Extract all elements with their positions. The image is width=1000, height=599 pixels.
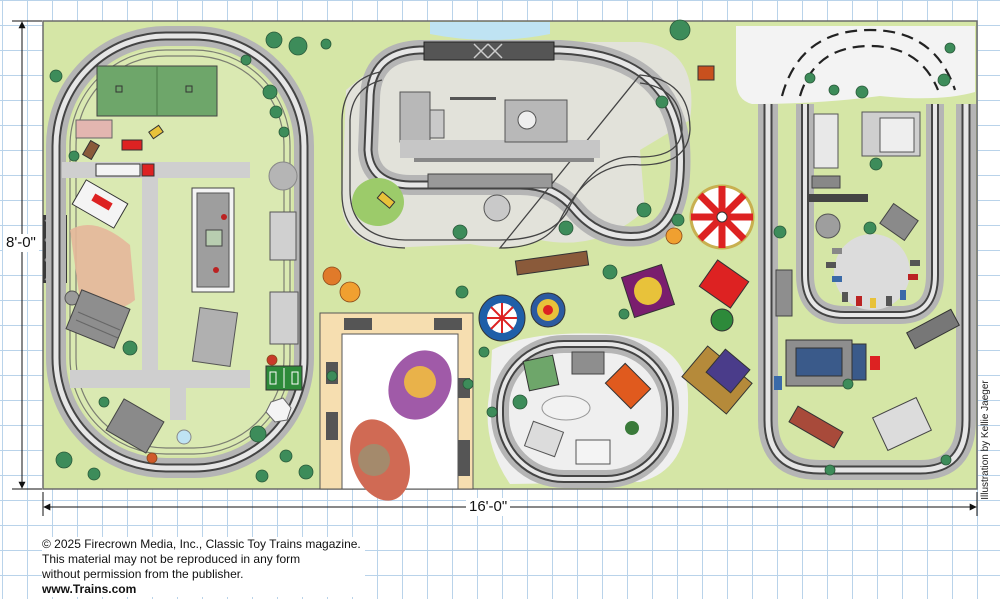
warehouse (191, 307, 239, 367)
farm-field (96, 65, 218, 117)
storage-building-2 (269, 291, 299, 345)
shed (75, 119, 113, 139)
factory (65, 289, 131, 349)
carousel (478, 294, 526, 342)
grandstand (681, 345, 753, 415)
farmhouse (105, 398, 165, 454)
right-buildings (774, 111, 960, 452)
copyright-line: This material may not be reproduced in a… (42, 552, 301, 566)
copyright-notice: © 2025 Firecrown Media, Inc., Classic To… (42, 537, 365, 597)
tilt-ride (620, 263, 676, 319)
silo (268, 161, 298, 191)
snow-area (736, 26, 975, 104)
height-dimension-label: 8'-0" (3, 234, 39, 252)
ballfield (265, 365, 303, 391)
small-pond (176, 429, 192, 445)
signal-box (697, 65, 715, 81)
carnival-rides (522, 351, 652, 465)
fountain (710, 308, 734, 332)
trees (49, 19, 956, 483)
copyright-line: without permission from the publisher. (42, 567, 244, 581)
height-dimension-line (12, 20, 42, 490)
grass-patch (352, 178, 404, 226)
pond (430, 22, 550, 40)
autumn-trees (146, 227, 683, 464)
right-loop-track (758, 104, 976, 480)
copyright-line: © 2025 Firecrown Media, Inc., Classic To… (42, 537, 361, 551)
striped-tent (698, 259, 750, 309)
carnival-track (491, 335, 679, 488)
parking-lot (826, 234, 920, 310)
gazebo (265, 397, 292, 423)
ferris-wheel (689, 184, 755, 250)
fire-station (71, 179, 129, 229)
spinner-ride (530, 292, 566, 328)
operator-figures (350, 350, 452, 501)
depot-building (191, 187, 235, 293)
center-lower-track (341, 71, 691, 249)
yard-buildings (399, 91, 600, 222)
vehicles (81, 124, 164, 177)
flatcar (376, 191, 396, 209)
website-link[interactable]: www.Trains.com (42, 582, 137, 596)
storage-building-1 (269, 211, 297, 261)
dirt-lot (70, 225, 135, 310)
snow-track (780, 28, 957, 97)
truss-bridge-top (423, 41, 555, 61)
station-platform (514, 250, 590, 276)
width-dimension-label: 16'-0" (466, 498, 511, 516)
illustration-credit: Illustration by Kellie Jaeger (980, 380, 991, 500)
